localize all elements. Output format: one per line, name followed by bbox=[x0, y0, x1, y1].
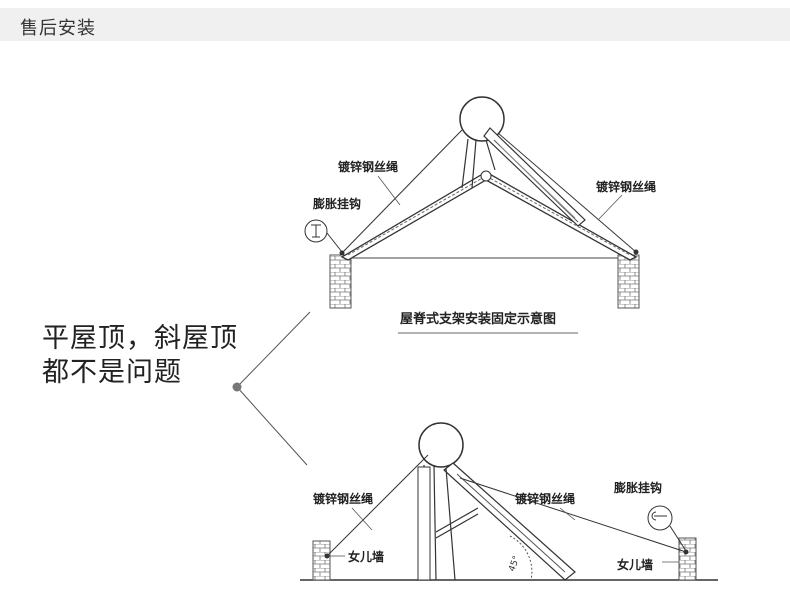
hook-label-bottom: 膨胀挂钩 bbox=[613, 480, 662, 495]
cable-label-bottom-left: 镀锌钢丝绳 bbox=[313, 491, 373, 506]
ridge-roof bbox=[340, 171, 638, 261]
parapet-label-left: 女儿墙 bbox=[348, 549, 384, 564]
pointer-lines bbox=[232, 311, 311, 466]
cable-label-bottom-right: 镀锌钢丝绳 bbox=[515, 491, 575, 506]
pointer-dot bbox=[232, 382, 242, 392]
section-header-bar: 售后安装 bbox=[0, 8, 790, 41]
water-tank-bottom bbox=[418, 422, 464, 468]
parapet-label-right: 女儿墙 bbox=[617, 557, 653, 572]
flat-roof-diagram bbox=[300, 422, 718, 581]
parapet-wall-right bbox=[678, 537, 697, 581]
water-tank-top bbox=[459, 96, 505, 142]
hook-detail-circle-bottom bbox=[647, 505, 673, 531]
headline-text: 平屋顶，斜屋顶 都不是问题 bbox=[42, 322, 238, 390]
parapet-wall-left bbox=[312, 540, 331, 581]
section-title: 售后安装 bbox=[20, 18, 96, 39]
top-diagram-caption: 屋脊式支架安装固定示意图 bbox=[400, 311, 556, 327]
headline-line-1: 平屋顶，斜屋顶 bbox=[42, 323, 238, 354]
brick-pillar-left bbox=[329, 254, 352, 309]
cable-label-top-left: 镀锌钢丝绳 bbox=[338, 159, 398, 174]
cable-label-top-right: 镀锌钢丝绳 bbox=[596, 179, 656, 194]
headline-line-2: 都不是问题 bbox=[42, 357, 182, 388]
brick-pillar-right bbox=[617, 254, 640, 309]
angle-label: 45° bbox=[507, 555, 522, 573]
ridge-roof-diagram bbox=[304, 96, 640, 334]
hook-label-top: 膨胀挂钩 bbox=[312, 196, 361, 211]
